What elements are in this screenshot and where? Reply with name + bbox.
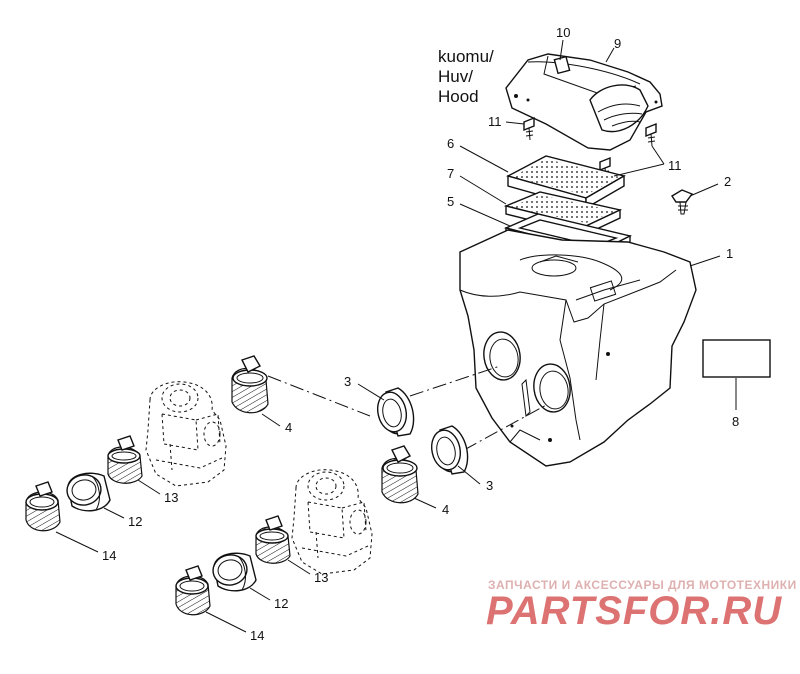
centerline bbox=[463, 403, 549, 451]
watermark-brand: PARTSFOR.RU bbox=[486, 589, 782, 633]
hose-clamp-part bbox=[255, 515, 291, 564]
callout-11: 11 bbox=[488, 114, 502, 129]
rubber-ring-part bbox=[430, 425, 469, 475]
centerline bbox=[267, 375, 371, 417]
hood-label-line: Hood bbox=[438, 87, 479, 106]
hose-clamp-part bbox=[107, 435, 143, 484]
callout-6: 6 bbox=[447, 136, 454, 151]
watermark-tagline: ЗАПЧАСТИ И АКСЕССУАРЫ ДЛЯ МОТОТЕХНИКИ bbox=[488, 578, 797, 592]
intake-sleeve-part bbox=[66, 472, 111, 512]
callout-3: 3 bbox=[486, 478, 493, 493]
hood-label-line: kuomu/ bbox=[438, 47, 494, 66]
callout-13: 13 bbox=[314, 570, 328, 585]
callout-8: 8 bbox=[732, 414, 739, 429]
callout-12: 12 bbox=[274, 596, 288, 611]
hose-clamp-part bbox=[25, 481, 61, 532]
watermark: ЗАПЧАСТИ И АКСЕССУАРЫ ДЛЯ МОТОТЕХНИКИ PA… bbox=[486, 578, 797, 633]
callout-labels: 10 9 11 11 2 6 7 5 1 8 3 3 4 4 13 13 12 … bbox=[102, 25, 739, 643]
airbox-part bbox=[459, 229, 697, 467]
hose-clamp-part bbox=[231, 355, 269, 414]
hood-label: kuomu/ Huv/ Hood bbox=[438, 47, 494, 106]
callout-4: 4 bbox=[442, 502, 449, 517]
callout-14: 14 bbox=[102, 548, 116, 563]
rubber-ring-part bbox=[376, 387, 415, 437]
clip-part bbox=[671, 189, 694, 215]
callout-5: 5 bbox=[447, 194, 454, 209]
hose-clamp-part bbox=[175, 565, 211, 616]
callout-12: 12 bbox=[128, 514, 142, 529]
callout-3: 3 bbox=[344, 374, 351, 389]
callout-2: 2 bbox=[724, 174, 731, 189]
screw-part bbox=[645, 122, 657, 147]
callout-1: 1 bbox=[726, 246, 733, 261]
intake-sleeve-part bbox=[212, 552, 257, 592]
hose-clamp-part bbox=[381, 445, 419, 504]
hood-label-line: Huv/ bbox=[438, 67, 473, 86]
carburetor-phantom bbox=[291, 469, 373, 575]
callout-4: 4 bbox=[285, 420, 292, 435]
callout-14: 14 bbox=[250, 628, 264, 643]
leader-lines bbox=[55, 39, 737, 633]
callout-7: 7 bbox=[447, 166, 454, 181]
callout-9: 9 bbox=[614, 36, 621, 51]
label-box-part bbox=[702, 339, 771, 378]
screw-part bbox=[523, 116, 535, 141]
callout-10: 10 bbox=[556, 25, 570, 40]
centerline bbox=[409, 365, 501, 397]
callout-11: 11 bbox=[668, 158, 682, 173]
filter-element-6 bbox=[506, 155, 626, 210]
callout-13: 13 bbox=[164, 490, 178, 505]
carburetor-phantom bbox=[145, 381, 227, 487]
